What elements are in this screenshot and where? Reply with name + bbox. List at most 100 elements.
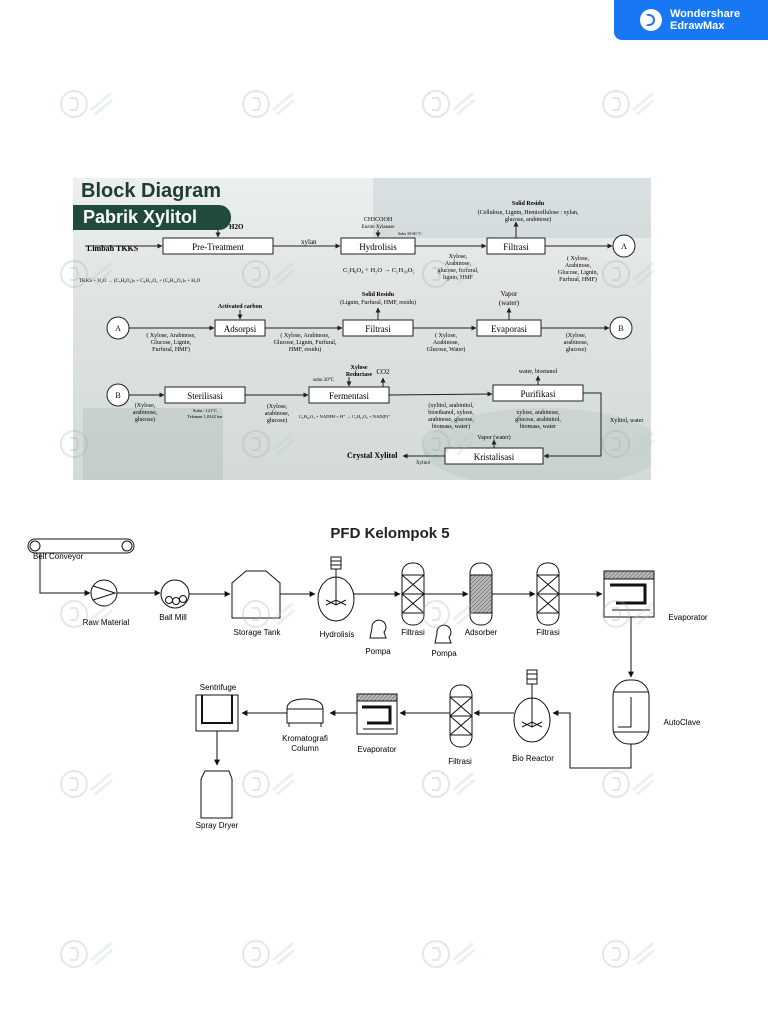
label-filt-out1: ( Xylose, [567, 255, 589, 262]
edrawmax-logo-icon [640, 9, 662, 31]
label-vapor2: Vapor (water) [477, 434, 510, 441]
label-hydrolisis: Hydrolisis [320, 630, 355, 639]
block-diagram-title: Block Diagram [81, 180, 222, 202]
label-filt-out2: Arabinose, [565, 263, 592, 269]
arrow-ferm-pur [388, 391, 493, 397]
arrow-pur-krist [543, 392, 602, 459]
label-xylitol: Xylitol [416, 461, 431, 466]
label-kromatografi1: Kromatografi [282, 734, 328, 743]
label-evaporator2: Evaporator [357, 745, 396, 754]
sentrifuge [195, 694, 239, 732]
label-filtrasi1: Filtrasi [401, 628, 425, 637]
label-filt2-out3: Glucose, Water) [427, 346, 466, 353]
pfd-title: PFD Kelompok 5 [330, 525, 449, 542]
label-pur-out2: glucose, arabinitol, [515, 417, 561, 423]
ball-mill [160, 579, 190, 609]
raw-material-pump [90, 579, 118, 607]
label-steril-cond2: Tekanan 1,0342 bar [187, 414, 223, 420]
label-ster-out3: glucose) [267, 417, 287, 424]
block-pretreatment-label: Pre-Treatment [192, 242, 244, 252]
brand-line1: Wondershare [670, 8, 741, 20]
label-limbah: Limbah TKKS [87, 244, 139, 253]
block-sterilisasi-label: Sterilisasi [187, 391, 223, 401]
label-filtrasi2: Filtrasi [536, 628, 560, 637]
brand-text: Wondershare EdrawMax [670, 8, 740, 32]
edrawmax-badge[interactable]: Wondershare EdrawMax [614, 0, 768, 40]
label-filtrasi3: Filtrasi [448, 757, 472, 766]
label-xylose-red2: Reductase [346, 372, 373, 378]
label-raw: Raw Material [83, 618, 130, 627]
watermark-logo-icon [240, 930, 300, 978]
connector-b-out [609, 316, 633, 340]
block-kristalisasi-label: Kristalisasi [474, 452, 515, 462]
label-spraydryer: Spray Dryer [196, 821, 239, 830]
label-solid1-title: Solid Residu [512, 201, 545, 207]
label-adsorber: Adsorber [465, 628, 498, 637]
label-ferm-out2: bioethanol, xylose, [428, 410, 474, 416]
block-fermentasi-label: Fermentasi [329, 391, 369, 401]
label-pompa2: Pompa [431, 649, 457, 658]
watermark-logo-icon [420, 80, 480, 128]
label-enzim: Enzim Xylanase [362, 225, 396, 230]
connector-a-out [612, 234, 636, 258]
label-solid2-title: Solid Residu [362, 292, 395, 298]
label-hyd-eq: C₅H₈O₄ + H₂O → C₅H₁₀O₅ [343, 267, 415, 274]
label-b-out3: glucose) [135, 416, 155, 423]
label-hyd-out4: lignin, HMF [443, 275, 474, 281]
label-ads-out3: HMF, residu) [289, 346, 321, 353]
label-xylitol-water: Xylitol, water [610, 418, 643, 424]
evaporator-2 [356, 693, 398, 735]
filtrasi-column-1 [401, 562, 425, 626]
autoclave [612, 679, 650, 745]
block-diagram-panel: Pre-Treatment Hydrolisis Filtrasi A H2O … [73, 178, 651, 480]
label-evap-out3: glucose) [566, 346, 586, 353]
label-h2o: H2O [229, 223, 244, 231]
connector-a-out-label: A [621, 242, 627, 251]
block-purifikasi-label: Purifikasi [521, 389, 556, 399]
brand-line2: EdrawMax [670, 20, 725, 32]
watermark-logo-icon [58, 80, 118, 128]
label-evaporator1: Evaporator [668, 613, 707, 622]
block-hydrolisis-label: Hydrolisis [359, 242, 397, 252]
label-steril-cond1: Suhu : 121°C [193, 408, 217, 413]
block-diagram-subtitle: Pabrik Xylitol [73, 205, 231, 230]
label-evap-out1: (Xylose, [566, 332, 587, 339]
label-ferm-eq: C₅H₁₀O₅ + NADPH + H⁺ → C₅H₁₂O₅ + NAD(P)⁺ [299, 414, 391, 419]
label-vapor1b: (water) [499, 299, 520, 307]
connector-b-in-label: B [115, 391, 120, 400]
label-hyd-out2: Arabinose, [445, 261, 472, 267]
label-pur-out1: xylose, arabinose, [516, 410, 560, 416]
label-ster-out2: arabinose, [265, 411, 290, 417]
block-diagram-svg: Pre-Treatment Hydrolisis Filtrasi A H2O … [79, 178, 651, 480]
label-sentrifuge: Sentrifuge [200, 683, 237, 692]
block-filtrasi-1-label: Filtrasi [503, 242, 529, 252]
belt-conveyor [27, 538, 135, 554]
evaporator-1 [603, 570, 655, 618]
label-ferm-out3: arabinose, glucose, [428, 417, 474, 423]
bio-reactor [513, 669, 551, 743]
watermark-logo-icon [600, 930, 660, 978]
label-vapor1: Vapor [501, 290, 518, 298]
block-evaporasi-label: Evaporasi [491, 324, 527, 334]
raw-material-pump-icon [92, 585, 117, 601]
label-pur-out3: biomass, water [520, 424, 556, 430]
label-a-out3: Furfural, HMF) [152, 346, 190, 353]
label-ads-out1: ( Xylose, Arabinose, [280, 332, 330, 339]
label-solid1-body1: (Cellulose, Lignin, Hemicellulose : xyla… [478, 209, 579, 216]
label-hyd-out1: Xylose, [449, 254, 468, 260]
label-tkks-eq: TKKS + H₂O → (C₅H₈O₄)ₙ + C₆H₁₀O₅ + (C₆H₁… [79, 279, 201, 284]
label-co2: CO2 [376, 368, 390, 376]
label-ster-out1: (Xylose, [267, 403, 288, 410]
block-adsorpsi-label: Adsorpsi [224, 324, 257, 334]
label-filt-out3: Glucose, Lignin, [558, 270, 599, 276]
label-kromatografi2: Column [291, 744, 319, 753]
filtrasi-column-3 [449, 684, 473, 748]
label-ads-out2: Glucose, Lignin, Furfural, [274, 339, 337, 346]
label-a-out2: Glucose, Lignin, [151, 340, 192, 346]
label-ballmill: Ball Mill [159, 613, 187, 622]
label-ch3cooh: CH3COOH [364, 217, 393, 223]
label-water-bio: water, bioetanol [519, 369, 558, 375]
label-bioreactor: Bio Reactor [512, 754, 554, 763]
label-suhu-ferm: suhu 30°C [313, 378, 335, 383]
label-activated: Activated carbon [218, 304, 263, 310]
